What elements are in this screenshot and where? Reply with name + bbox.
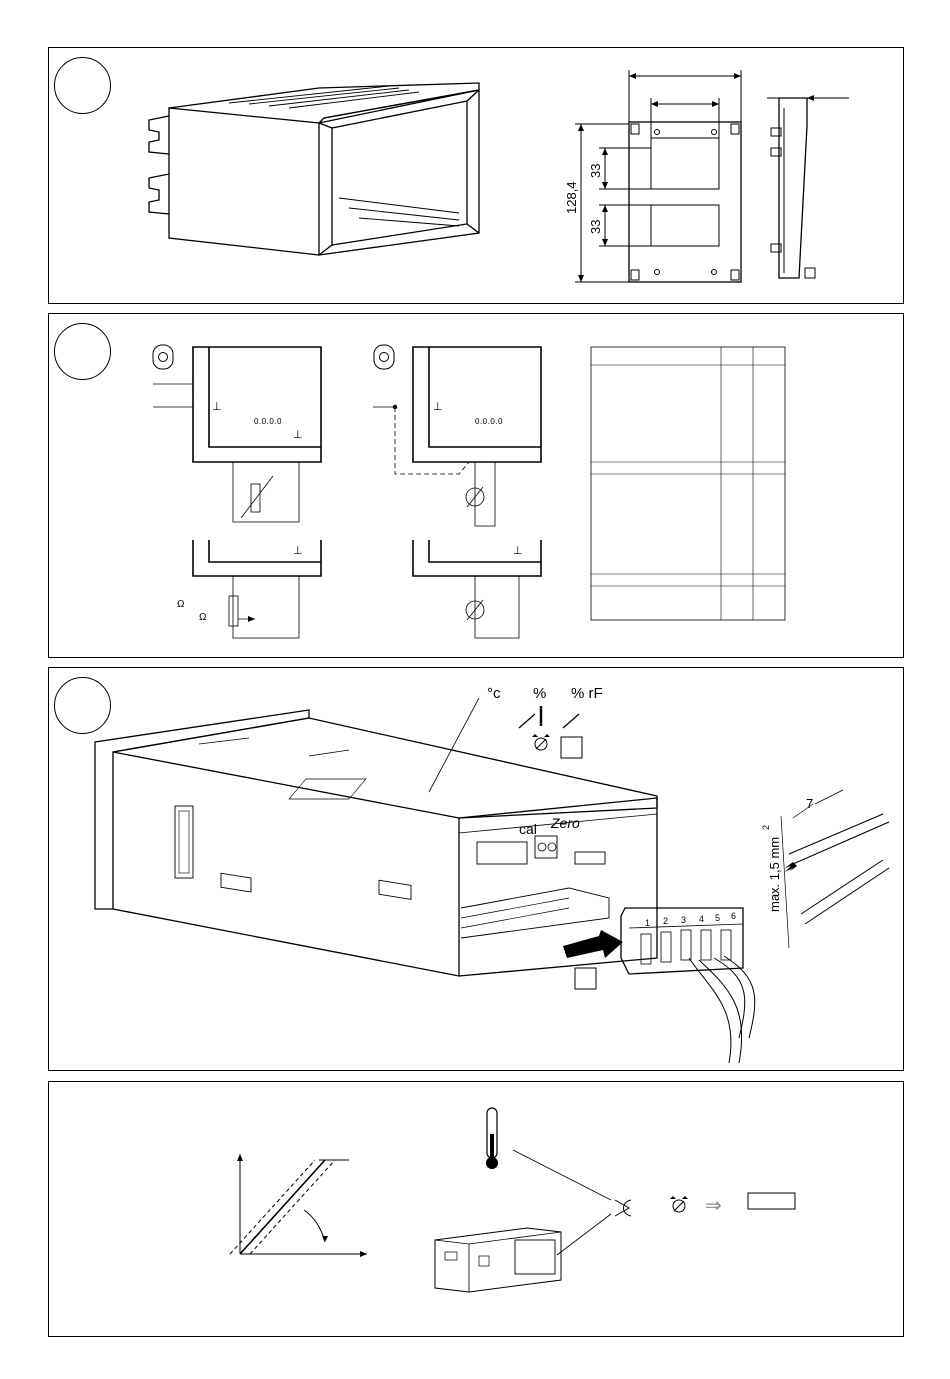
panel-housing-dimensions: 128,4 33 33 xyxy=(48,47,904,304)
unit-setting-box xyxy=(561,737,582,758)
display-readout-right: 0.0.0.0 xyxy=(475,417,503,426)
front-view-outline xyxy=(629,122,741,282)
terminal-number: 1 xyxy=(645,918,650,928)
terminal-setting-box xyxy=(575,968,596,989)
sensor-icon-left xyxy=(153,345,173,369)
connection-drawing: °c % % rF cal Zero 7 max. 1,5 mm 2 1 2 3… xyxy=(49,668,905,1072)
wiring-drawing: ⊥ ⊥ ⊥ ⊥ ⊥ 0.0.0.0 0.0.0.0 Ω Ω xyxy=(49,314,905,659)
display-readout-left: 0.0.0.0 xyxy=(254,417,282,426)
device-front-bezel xyxy=(95,710,309,909)
unit-label-percent: % xyxy=(533,685,546,702)
display-window-top xyxy=(651,138,719,189)
wire-cross-section-superscript: 2 xyxy=(761,825,771,830)
display-window-bottom xyxy=(651,205,719,246)
device-top-outline xyxy=(113,718,657,818)
unit-label-celsius: °c xyxy=(487,685,501,702)
insert-arrow-icon xyxy=(563,930,623,958)
terminal-number: 2 xyxy=(663,916,668,926)
zero-label: Zero xyxy=(550,815,580,831)
wire-stripped xyxy=(789,814,889,864)
strip-length-label: 7 xyxy=(806,796,813,811)
ground-symbol: ⊥ xyxy=(433,401,443,413)
panel-calibration: ⇒ xyxy=(48,1081,904,1337)
calibration-drawing: ⇒ xyxy=(49,1082,905,1338)
device-side-outline xyxy=(113,818,459,976)
eye-icon xyxy=(615,1200,631,1216)
ohm-label: Ω xyxy=(177,599,185,610)
dimension-drawing: 128,4 33 33 xyxy=(49,48,905,305)
ground-symbol: ⊥ xyxy=(293,545,303,557)
ground-symbol: ⊥ xyxy=(293,429,303,441)
panel-connection: °c % % rF cal Zero 7 max. 1,5 mm 2 1 2 3… xyxy=(48,667,904,1071)
display-result-box xyxy=(748,1193,795,1209)
terminal-number: 6 xyxy=(731,911,736,921)
sensor-icon-right xyxy=(374,345,394,369)
side-view-profile xyxy=(779,98,807,278)
ground-symbol: ⊥ xyxy=(212,401,222,413)
wire-insulated xyxy=(801,860,889,924)
unit-label-rf: % rF xyxy=(571,685,603,702)
arrow-right-icon: ⇒ xyxy=(705,1195,722,1217)
wiring-table xyxy=(591,347,785,620)
ground-symbol: ⊥ xyxy=(513,545,523,557)
terminal-number: 3 xyxy=(681,915,686,925)
dim-window-top-label: 33 xyxy=(588,164,603,178)
terminal-number: 4 xyxy=(699,914,704,924)
dim-window-bottom-label: 33 xyxy=(588,220,603,234)
panel-wiring: ⊥ ⊥ ⊥ ⊥ ⊥ 0.0.0.0 0.0.0.0 Ω Ω xyxy=(48,313,904,658)
graph-curve xyxy=(240,1160,325,1254)
terminal-number: 5 xyxy=(715,913,720,923)
wire-cross-section-label: max. 1,5 mm xyxy=(767,837,782,912)
dim-height-label: 128,4 xyxy=(564,181,579,214)
cal-label: cal xyxy=(519,821,537,837)
ohm-label: Ω xyxy=(199,612,207,623)
